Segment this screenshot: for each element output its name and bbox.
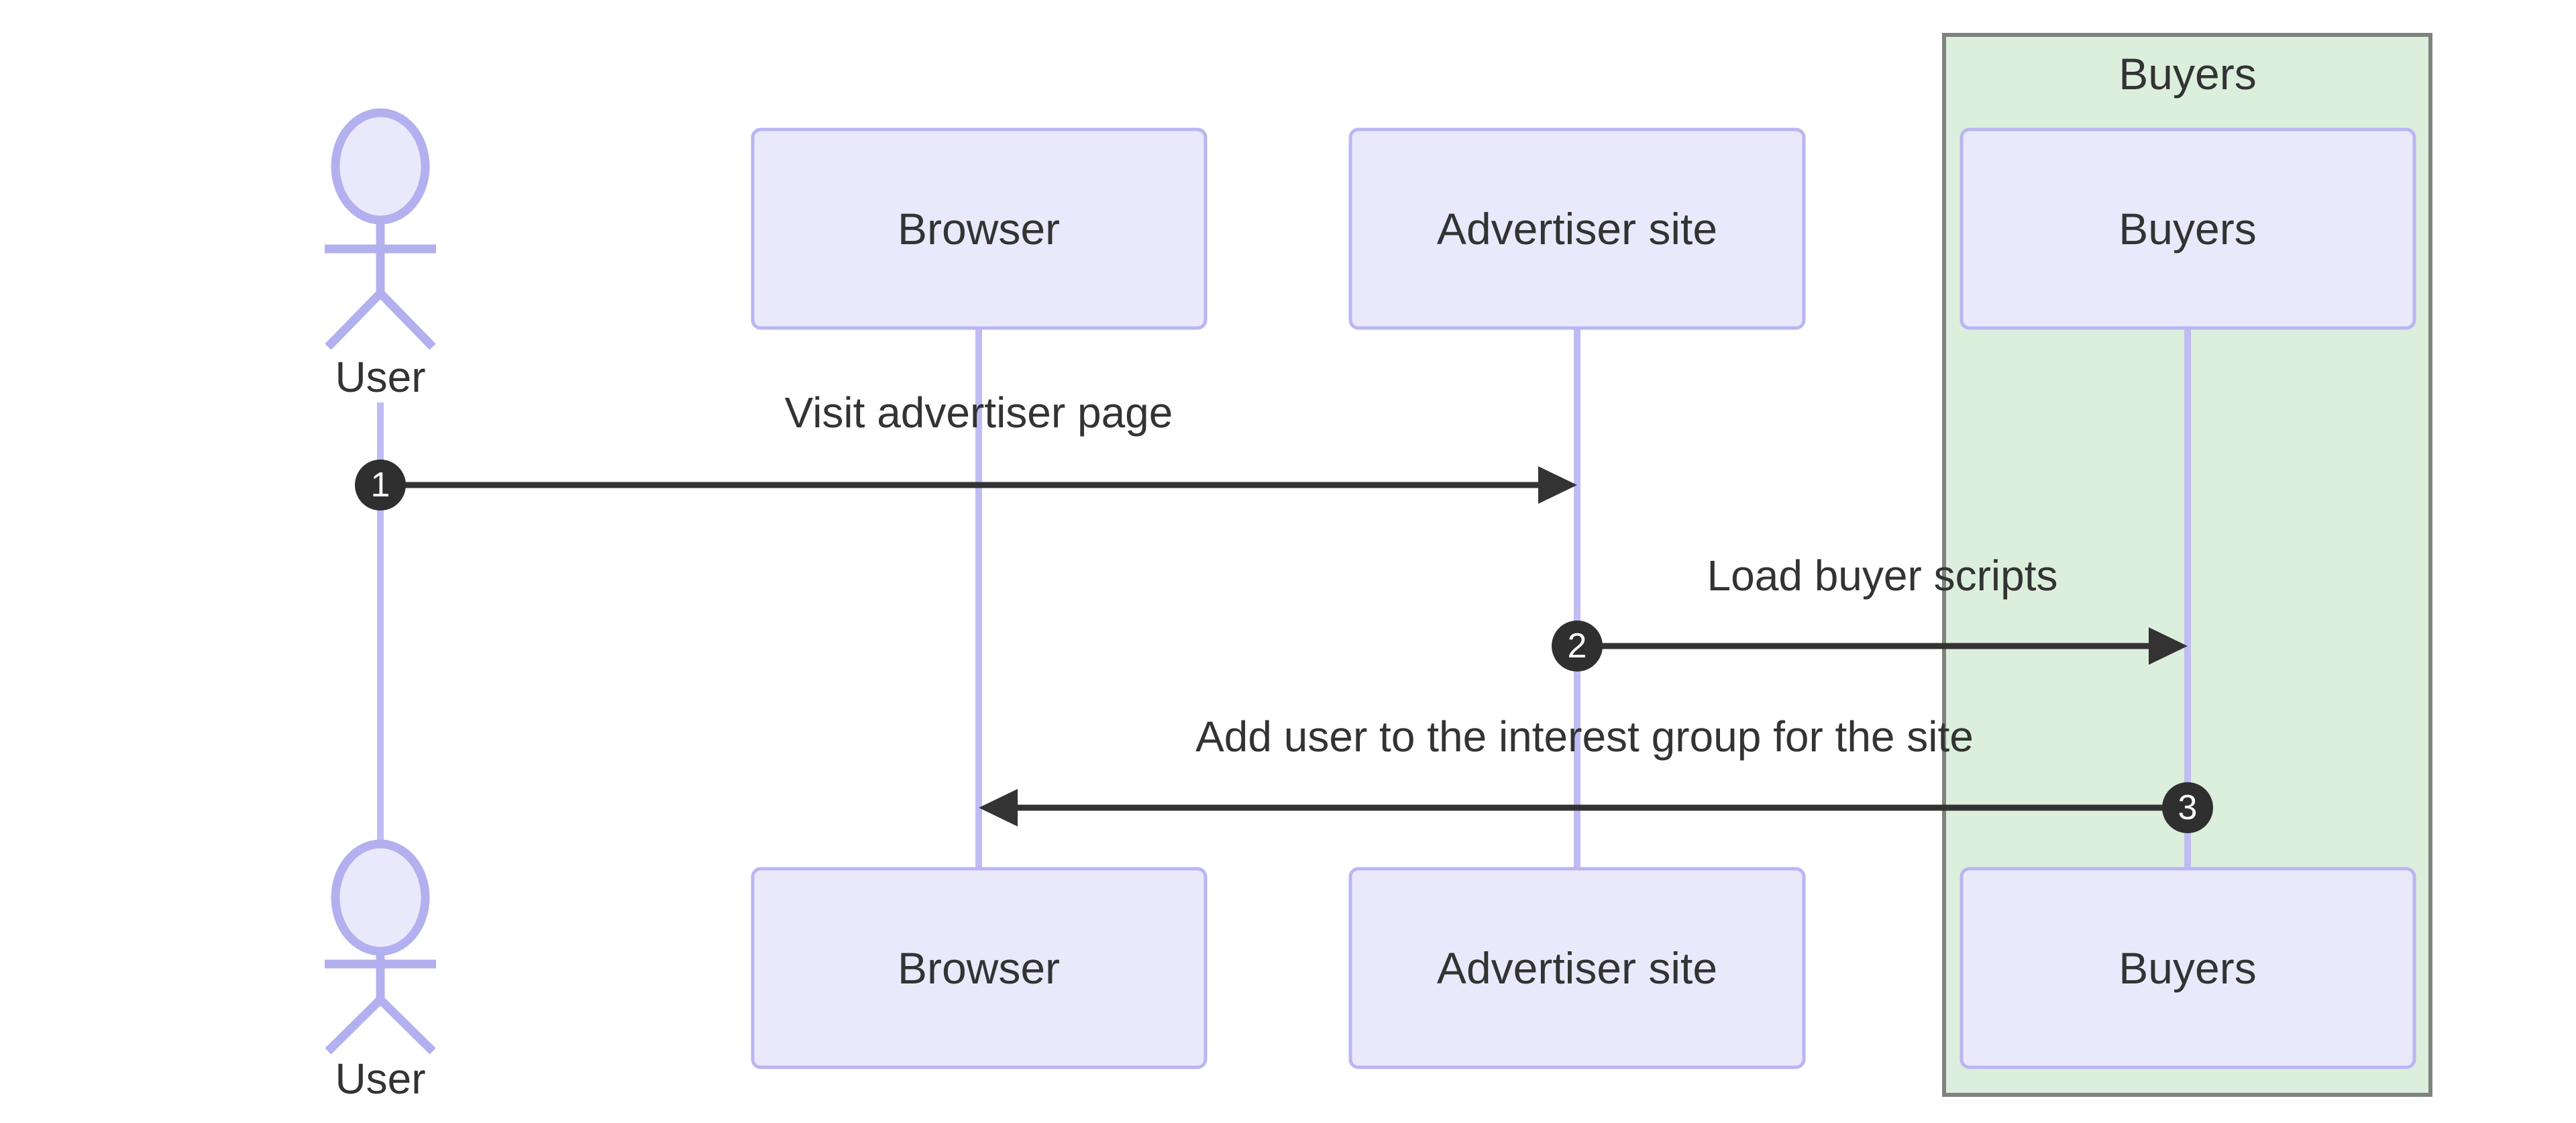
actor-user-top-label: User [335, 353, 425, 401]
participant-advertiser-site-bottom: Advertiser site [1348, 867, 1806, 1069]
buyers-group-label: Buyers [2118, 49, 2256, 99]
message-2-label: Load buyer scripts [1707, 551, 2058, 600]
participant-advertiser-site-bottom-box [1348, 867, 1806, 1069]
participant-browser-bottom-box [751, 867, 1208, 1069]
message-1-label: Visit advertiser page [785, 388, 1173, 437]
participant-advertiser-site-bottom-label: Advertiser site [1437, 943, 1717, 993]
message-2-number: 2 [1568, 627, 1587, 665]
message-3-number-badge [2162, 782, 2213, 833]
actor-head-icon [331, 108, 430, 225]
message-3-arrowhead-icon [979, 789, 1018, 826]
participant-buyers-top-label: Buyers [2118, 204, 2256, 254]
actor-legs-icon [325, 993, 436, 1055]
message-1-arrowhead-icon [1538, 466, 1577, 504]
participant-browser-top-label: Browser [898, 204, 1060, 254]
message-2-arrowhead-icon [2149, 627, 2188, 665]
message-2-number-badge [1552, 621, 1603, 672]
participant-buyers-bottom-label: Buyers [2118, 943, 2256, 993]
message-3-label: Add user to the interest group for the s… [1195, 712, 1974, 761]
participant-browser-top-box [751, 127, 1208, 330]
participant-browser-bottom-label: Browser [898, 943, 1060, 993]
participant-browser-bottom: Browser [751, 867, 1208, 1069]
message-3: Add user to the interest group for the s… [979, 712, 2213, 833]
message-1: Visit advertiser page 1 [355, 388, 1577, 511]
participant-browser-top: Browser [751, 127, 1208, 330]
participant-buyers-top-box [1960, 127, 2416, 330]
participant-advertiser-site-top-box [1348, 127, 1806, 330]
participant-buyers-bottom-box [1960, 867, 2416, 1069]
actor-legs-icon [325, 286, 436, 350]
message-1-number: 1 [371, 466, 390, 504]
participant-advertiser-site-top-label: Advertiser site [1437, 204, 1717, 254]
actor-head-icon [331, 839, 430, 956]
actor-user-top: User [325, 108, 436, 401]
participant-advertiser-site-top: Advertiser site [1348, 127, 1806, 330]
participant-buyers-top: Buyers [1960, 127, 2416, 330]
message-1-number-badge [355, 460, 406, 511]
message-3-number: 3 [2178, 788, 2198, 827]
participant-buyers-bottom: Buyers [1960, 867, 2416, 1069]
message-2: Load buyer scripts 2 [1552, 551, 2188, 672]
actor-user-bottom: User [325, 839, 436, 1103]
actor-user-bottom-label: User [335, 1055, 425, 1103]
